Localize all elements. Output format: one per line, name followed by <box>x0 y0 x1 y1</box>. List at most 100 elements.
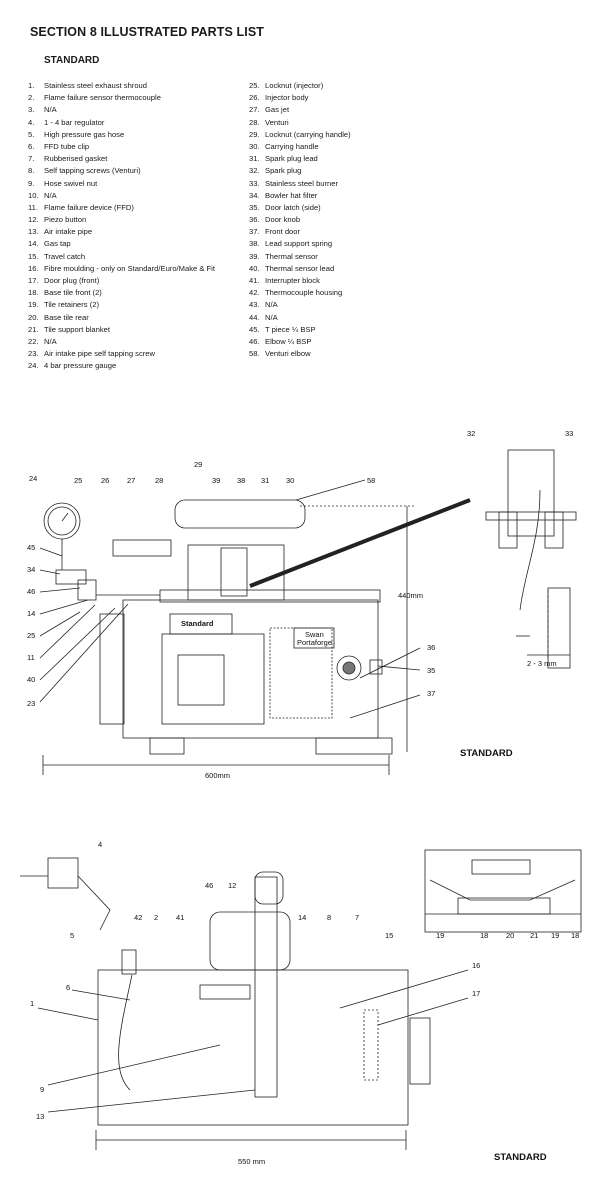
part-number: 13. <box>28 227 39 237</box>
door-knob <box>336 655 362 681</box>
part-row: 5. High pressure gas hose <box>28 129 215 141</box>
part-number: 28. <box>249 117 260 127</box>
diagram2-width-label: 550 mm <box>238 1157 265 1166</box>
part-row: 26.Injector body <box>249 92 351 104</box>
part-number: 37. <box>249 227 260 237</box>
part-name: Air intake pipe <box>44 227 93 237</box>
leader-58 <box>295 479 366 501</box>
part-number: 43. <box>249 300 260 310</box>
part-row: 6.FFD tube clip <box>28 141 215 153</box>
part-row: 12. Piezo button <box>28 214 215 226</box>
part-name: Carrying handle <box>265 141 319 151</box>
part-row: 58.Venturi elbow <box>249 348 351 360</box>
part-row: 37. Front door <box>249 226 351 238</box>
leader-14 <box>39 599 89 615</box>
part-row: 46.Elbow ¼ BSP <box>249 336 351 348</box>
part-name: N/A <box>265 312 278 322</box>
side-burner <box>209 911 291 971</box>
part-number: 6. <box>28 141 35 151</box>
leader-13 <box>47 1089 256 1113</box>
part-name: Flame failure device (FFD) <box>44 202 134 212</box>
part-name: Lead support spring <box>265 239 333 249</box>
leader-9 <box>47 1044 221 1086</box>
inset-lead <box>519 489 541 611</box>
part-number: 27. <box>249 105 260 115</box>
part-name: Hose swivel nut <box>44 178 98 188</box>
maker-plate <box>293 627 335 649</box>
regulator-hose <box>20 875 111 931</box>
part-name: Injector body <box>265 93 309 103</box>
leader-46 <box>39 587 81 593</box>
callout-15: 15 <box>385 931 393 940</box>
part-row: 33.Stainless steel burner <box>249 178 351 190</box>
diagram1-brand-plate: Standard <box>181 619 214 628</box>
part-name: 1 - 4 bar regulator <box>44 117 105 127</box>
part-row: 15.Travel catch <box>28 251 215 263</box>
leader-34 <box>39 569 61 575</box>
part-number: 12. <box>28 215 39 225</box>
part-name: High pressure gas hose <box>44 129 125 139</box>
t-piece <box>55 569 87 585</box>
regulator <box>47 857 79 889</box>
part-row: 25.Locknut (injector) <box>249 80 351 92</box>
leader-11 <box>39 604 96 659</box>
diagram1-width-label: 600mm <box>205 771 230 780</box>
part-row: 13. Air intake pipe <box>28 226 215 238</box>
part-name: Bowler hat filter <box>265 190 318 200</box>
part-number: 38. <box>249 239 260 249</box>
part-number: 23. <box>28 349 39 359</box>
part-row: 10.N/A <box>28 190 215 202</box>
part-number: 30. <box>249 141 260 151</box>
leader-37 <box>349 694 421 719</box>
part-name: Gas jet <box>265 105 290 115</box>
part-number: 41. <box>249 276 260 285</box>
part-row: 27. Gas jet <box>249 104 351 116</box>
part-row: 18.Base tile front (2) <box>28 287 215 299</box>
page-title: SECTION 8 ILLUSTRATED PARTS LIST <box>30 25 264 39</box>
part-row: 24.4 bar pressure gauge <box>28 360 215 372</box>
callout-26: 26 <box>101 476 109 485</box>
leader-1 <box>37 1007 99 1021</box>
part-name: T piece ¼ BSP <box>265 324 316 334</box>
part-row: 35.Door latch (side) <box>249 202 351 214</box>
callout-39: 39 <box>212 476 220 485</box>
callout-2: 2 <box>154 913 158 922</box>
part-number: 24. <box>28 361 39 371</box>
part-row: 41.Interrupter block <box>249 275 351 287</box>
diagram1-caption: STANDARD <box>460 748 513 759</box>
part-name: N/A <box>265 300 278 310</box>
callout-35: 35 <box>427 666 435 675</box>
inset-callout-19b: 19 <box>551 931 559 940</box>
exhaust-shroud <box>99 613 125 725</box>
part-number: 2. <box>28 93 35 103</box>
part-name: Piezo button <box>44 215 87 225</box>
part-name: Thermocouple housing <box>265 288 343 298</box>
part-number: 44. <box>249 312 260 322</box>
leader-6 <box>71 989 131 1001</box>
leader-16 <box>339 969 469 1009</box>
diagram1-maker-plate-1: Swan <box>305 630 324 639</box>
part-number: 32. <box>249 166 260 176</box>
part-number: 35. <box>249 202 260 212</box>
part-row: 19.Tile retainers (2) <box>28 299 215 311</box>
foot-right <box>315 737 393 755</box>
part-name: Locknut (carrying handle) <box>265 129 351 139</box>
part-name: Front door <box>265 227 301 237</box>
side-moulding <box>363 1009 379 1081</box>
air-intake-pipe <box>254 876 278 1098</box>
part-number: 5. <box>28 129 35 139</box>
front-door-panel <box>161 633 265 725</box>
part-number: 29. <box>249 129 260 139</box>
part-number: 36. <box>249 215 260 225</box>
part-name: Stainless steel burner <box>265 178 339 188</box>
callout-42: 42 <box>134 913 142 922</box>
part-number: 10. <box>28 190 39 200</box>
part-row: 17.Door plug (front) <box>28 275 215 287</box>
pointer-line <box>249 498 471 588</box>
pressure-gauge-face <box>47 506 77 536</box>
interrupter-block <box>199 984 251 1000</box>
callout-31: 31 <box>261 476 269 485</box>
part-name: Locknut (injector) <box>265 81 324 90</box>
